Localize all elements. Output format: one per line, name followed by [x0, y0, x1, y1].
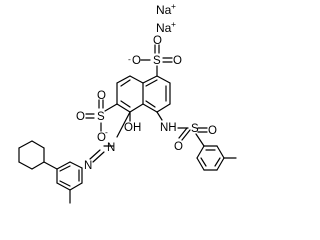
hydroxyl-label: OH — [124, 122, 141, 134]
sulfonate-top-o-right: O — [173, 55, 182, 67]
sodium-ion-1-label: Na — [156, 3, 172, 17]
azo-n1: N — [107, 142, 115, 154]
hydroxyl-group: OH — [124, 111, 141, 134]
sodium-ion-2-charge: + — [171, 19, 176, 29]
azo-n2: N — [84, 160, 92, 172]
sodium-ion-2-label: Na — [156, 21, 172, 35]
sulfonamide-nh: NH — [160, 122, 177, 134]
sulfonate-left-minus: - — [105, 127, 108, 137]
sulfonamide-o-left: O — [174, 141, 183, 153]
sodium-ion-1-charge: + — [171, 1, 176, 11]
sulfonamide-group: NH S O O — [156, 111, 217, 153]
naphthalene-core — [116, 75, 171, 113]
sodium-ion-2: Na + — [156, 19, 176, 35]
cyclohexyl-ring — [18, 140, 58, 170]
sulfonamide-o-right: O — [208, 125, 217, 137]
azo-linkage: N N — [84, 103, 131, 172]
sulfonate-top-o-top: O — [153, 35, 162, 47]
sulfonate-left-o-left: O — [76, 111, 85, 123]
sulfonate-group-top: S - O O O — [128, 35, 182, 77]
sulfonate-top-minus: - — [128, 54, 131, 64]
sulfonate-group-left: S O O O - — [76, 90, 118, 144]
methylphenyl-ring — [56, 161, 83, 204]
sodium-ion-1: Na + — [156, 1, 176, 17]
sulfonate-top-o-minus: O — [132, 55, 141, 67]
sulfonate-top-s: S — [153, 55, 161, 67]
sulfonamide-s: S — [191, 123, 199, 135]
chemical-structure-diagram: Na + Na + S - O O O — [18, 1, 237, 204]
tolyl-ring — [196, 145, 237, 171]
sulfonate-left-s: S — [97, 111, 105, 123]
sulfonate-left-o-top: O — [97, 90, 106, 102]
sulfonate-left-o-minus: O — [97, 132, 106, 144]
